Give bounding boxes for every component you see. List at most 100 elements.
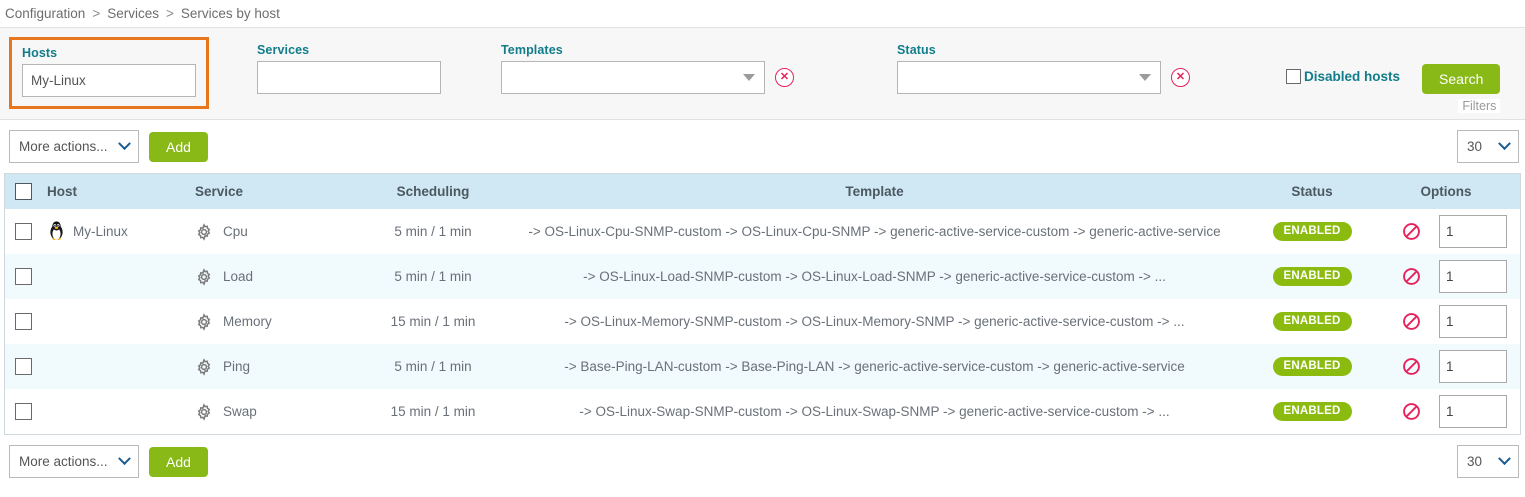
status-cell: ENABLED [1252, 389, 1372, 434]
service-cell[interactable]: Swap [189, 389, 369, 434]
scheduling-cell: 15 min / 1 min [390, 404, 476, 419]
column-header-scheduling[interactable]: Scheduling [369, 174, 497, 209]
service-name: Cpu [223, 224, 248, 239]
row-checkbox[interactable] [14, 313, 32, 330]
column-header-template[interactable]: Template [497, 174, 1252, 209]
status-select[interactable] [897, 61, 1161, 94]
chevron-down-icon [1498, 137, 1511, 151]
options-cell [1372, 299, 1520, 344]
row-select-cell [5, 209, 41, 254]
row-checkbox[interactable] [14, 358, 32, 375]
toolbar-top: More actions... Add 30 [0, 120, 1525, 173]
service-name: Ping [223, 359, 251, 374]
template-cell: -> OS-Linux-Load-SNMP-custom -> OS-Linux… [583, 269, 1166, 284]
chevron-down-icon [1498, 452, 1511, 466]
services-search-input[interactable] [257, 61, 441, 94]
table-header-row: Host Service Scheduling Template Status … [5, 174, 1520, 209]
option-quantity-input[interactable] [1439, 350, 1507, 383]
template-cell: -> OS-Linux-Memory-SNMP-custom -> OS-Lin… [564, 314, 1185, 329]
column-header-service[interactable]: Service [189, 174, 369, 209]
clear-status-icon[interactable]: ✕ [1171, 68, 1190, 87]
service-name: Load [223, 269, 254, 284]
breadcrumb-item-services[interactable]: Services [107, 6, 159, 21]
service-name: Memory [223, 314, 272, 329]
filter-group-templates: Templates ✕ [501, 37, 794, 94]
template-cell: -> OS-Linux-Swap-SNMP-custom -> OS-Linux… [579, 404, 1170, 419]
search-button[interactable]: Search [1422, 64, 1501, 94]
disabled-hosts-checkbox[interactable] [1286, 69, 1301, 84]
host-cell [41, 389, 189, 434]
status-badge: ENABLED [1272, 356, 1352, 377]
chevron-down-icon [118, 452, 131, 466]
no-entry-icon[interactable] [1402, 222, 1421, 241]
row-checkbox[interactable] [14, 403, 32, 420]
more-actions-value-top: More actions... [19, 139, 108, 154]
column-header-status[interactable]: Status [1252, 174, 1372, 209]
gear-icon [195, 357, 213, 376]
option-quantity-input[interactable] [1439, 395, 1507, 428]
chevron-down-icon [118, 137, 131, 151]
filters-panel-label: Filters [1458, 99, 1501, 113]
status-badge: ENABLED [1272, 311, 1352, 332]
option-quantity-input[interactable] [1439, 215, 1507, 248]
row-select-cell [5, 254, 41, 299]
disabled-hosts-label: Disabled hosts [1304, 69, 1401, 84]
add-button-top[interactable]: Add [149, 131, 208, 162]
status-badge: ENABLED [1272, 221, 1352, 242]
service-cell[interactable]: Memory [189, 299, 369, 344]
table-body: My-Linux Cpu 5 min / 1 min -> OS-Linux-Cpu-… [5, 209, 1520, 434]
chevron-down-icon [743, 74, 755, 81]
chevron-down-icon [1139, 74, 1151, 81]
filter-panel: Hosts Services Templates ✕ Status [0, 27, 1525, 120]
breadcrumb: Configuration > Services > Services by h… [0, 0, 1525, 27]
filter-group-status: Status ✕ [897, 37, 1190, 94]
page-size-select-top[interactable]: 30 [1457, 130, 1519, 163]
option-quantity-input[interactable] [1439, 305, 1507, 338]
gear-icon [195, 312, 213, 331]
option-quantity-input[interactable] [1439, 260, 1507, 293]
row-checkbox[interactable] [14, 223, 32, 240]
status-cell: ENABLED [1252, 344, 1372, 389]
row-select-cell [5, 299, 41, 344]
column-header-options[interactable]: Options [1372, 174, 1520, 209]
template-cell: -> OS-Linux-Cpu-SNMP-custom -> OS-Linux-… [528, 224, 1221, 239]
page-size-value-top: 30 [1467, 139, 1483, 154]
clear-templates-icon[interactable]: ✕ [775, 68, 794, 87]
add-button-bottom[interactable]: Add [149, 446, 208, 477]
more-actions-select-bottom[interactable]: More actions... [9, 445, 139, 478]
breadcrumb-item-configuration[interactable]: Configuration [5, 6, 86, 21]
no-entry-icon[interactable] [1402, 357, 1421, 376]
no-entry-icon[interactable] [1402, 267, 1421, 286]
row-checkbox[interactable] [14, 268, 32, 285]
column-header-host[interactable]: Host [41, 174, 189, 209]
no-entry-icon[interactable] [1402, 312, 1421, 331]
gear-icon [195, 222, 213, 241]
scheduling-cell: 5 min / 1 min [394, 359, 472, 374]
more-actions-value-bottom: More actions... [19, 454, 108, 469]
service-cell[interactable]: Load [189, 254, 369, 299]
select-all-checkbox[interactable] [14, 183, 32, 200]
host-cell [41, 299, 189, 344]
filter-group-services: Services [257, 37, 441, 94]
toolbar-bottom: More actions... Add 30 [0, 435, 1525, 488]
no-entry-icon[interactable] [1402, 402, 1421, 421]
options-cell [1372, 209, 1520, 254]
more-actions-select-top[interactable]: More actions... [9, 130, 139, 163]
templates-select[interactable] [501, 61, 765, 94]
host-cell [41, 344, 189, 389]
page-size-select-bottom[interactable]: 30 [1457, 445, 1519, 478]
status-cell: ENABLED [1252, 254, 1372, 299]
hosts-search-input[interactable] [22, 64, 196, 97]
disabled-hosts-checkbox-group[interactable]: Disabled hosts [1286, 37, 1400, 84]
breadcrumb-item-services-by-host[interactable]: Services by host [180, 6, 280, 21]
services-filter-label: Services [257, 43, 310, 57]
service-cell[interactable]: Cpu [189, 209, 369, 254]
hosts-filter-label: Hosts [22, 46, 58, 60]
options-cell [1372, 254, 1520, 299]
host-cell[interactable]: My-Linux [41, 209, 189, 254]
services-table-container: Host Service Scheduling Template Status … [4, 173, 1521, 435]
service-cell[interactable]: Ping [189, 344, 369, 389]
